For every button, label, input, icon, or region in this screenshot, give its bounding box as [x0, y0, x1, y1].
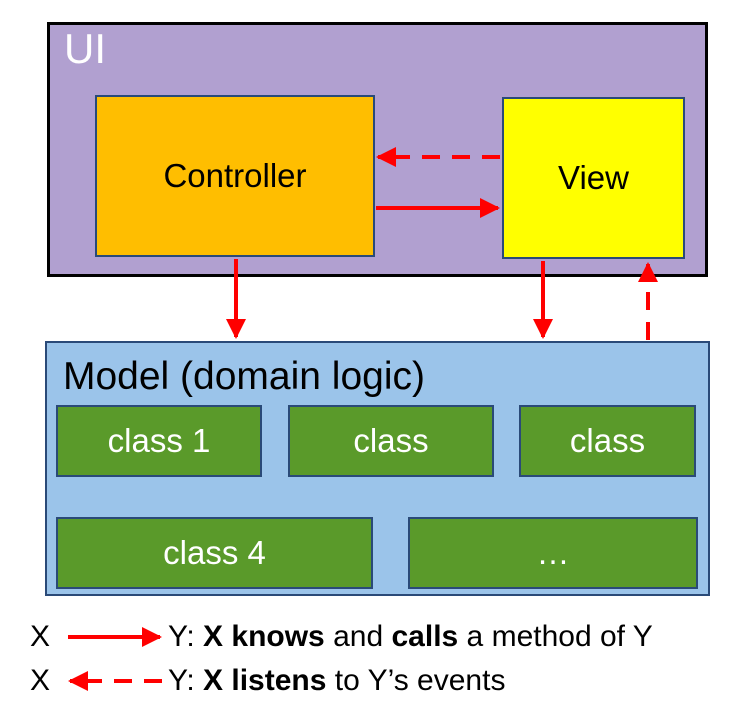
- model-class-3: class: [519, 405, 696, 477]
- class-label: class: [353, 422, 429, 459]
- ui-label: UI: [64, 25, 106, 72]
- view-box: View: [502, 97, 685, 259]
- legend-bold: X listens: [203, 664, 327, 697]
- controller-label: Controller: [163, 157, 307, 194]
- legend-plain: to Y’s events: [326, 664, 506, 697]
- legend-bold: calls: [391, 620, 459, 653]
- legend-x: X: [30, 664, 51, 697]
- legend-bold: X knows: [203, 620, 325, 653]
- class-label: class 4: [163, 534, 266, 571]
- legend-plain: and: [324, 620, 392, 653]
- controller-box: Controller: [95, 95, 375, 257]
- view-label: View: [558, 159, 629, 196]
- legend-text: Y: X knows and calls a method of Y: [168, 622, 653, 652]
- legend-plain: a method of Y: [458, 620, 653, 653]
- model-class-ellipsis: …: [408, 517, 698, 589]
- legend-text: Y: X listens to Y’s events: [168, 666, 505, 696]
- legend-y: Y:: [168, 664, 195, 697]
- model-class-4: class 4: [56, 517, 373, 589]
- legend-x: X: [30, 620, 51, 653]
- model-class-1: class 1: [56, 405, 262, 477]
- class-label: …: [536, 534, 570, 571]
- model-label: Model (domain logic): [63, 355, 425, 398]
- legend-y: Y:: [168, 620, 195, 653]
- class-label: class 1: [107, 422, 211, 459]
- model-class-2: class: [288, 405, 494, 477]
- class-label: class: [569, 422, 646, 459]
